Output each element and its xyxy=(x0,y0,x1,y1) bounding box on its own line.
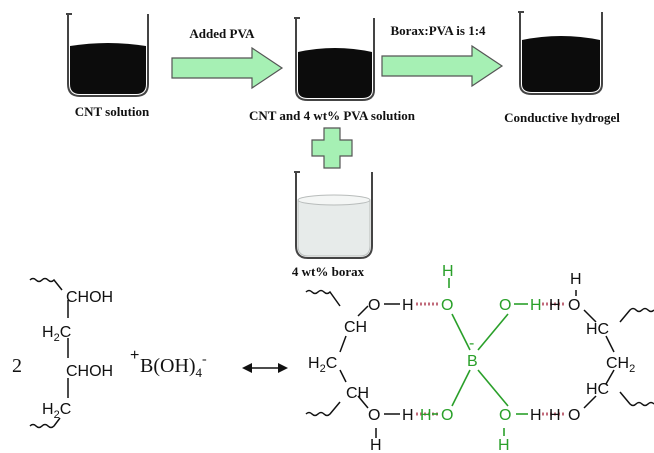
beaker-hydrogel-label: Conductive hydrogel xyxy=(504,110,620,125)
borate-ion: B(OH)4- xyxy=(140,352,207,380)
arrow-2-label: Borax:PVA is 1:4 xyxy=(390,23,486,38)
b-oh-bottom-left-o: O xyxy=(441,407,453,424)
b-oh-top-h: H xyxy=(442,263,454,280)
double-arrow-icon xyxy=(242,363,288,373)
h-top-left: H xyxy=(402,297,414,314)
ch-bottom: CH xyxy=(346,385,369,402)
hc-bottom: HC xyxy=(586,381,609,398)
plus-icon xyxy=(311,127,353,169)
h-right-bottom: H xyxy=(549,407,561,424)
hydrogen-bonds xyxy=(416,302,566,416)
boron-charge: - xyxy=(469,335,474,352)
process-arrow-2 xyxy=(381,44,504,88)
stoichiometric-coefficient: 2 xyxy=(12,355,22,377)
h-right-top: H xyxy=(549,297,561,314)
b-oh-bottom-right-o: O xyxy=(499,407,511,424)
beaker-cnt-pva-solution xyxy=(294,17,375,101)
choh-bottom: CHOH xyxy=(66,363,113,380)
boron-center: B xyxy=(467,353,478,370)
b-oh-bottom-left-h: H xyxy=(420,407,432,424)
b-oh-top-right-h: H xyxy=(530,297,542,314)
b-oh-bottom-right-h: H xyxy=(530,407,542,424)
plus-sign: + xyxy=(130,347,139,364)
process-arrow-1 xyxy=(171,46,284,90)
o-right-top: O xyxy=(568,297,580,314)
o-top-left: O xyxy=(368,297,380,314)
pva-chain-left xyxy=(29,277,69,429)
beaker-borax xyxy=(294,171,373,259)
arrow-1-label: Added PVA xyxy=(189,26,255,41)
ch2-right: CH2 xyxy=(606,355,635,375)
ch-top: CH xyxy=(344,319,367,336)
b-oh-top-left-o: O xyxy=(441,297,453,314)
o-bottom-left: O xyxy=(368,407,380,424)
beaker-borax-label: 4 wt% borax xyxy=(292,264,365,279)
beaker-conductive-hydrogel xyxy=(518,11,603,95)
b-oh-bottom-h: H xyxy=(498,437,510,453)
hc-top: HC xyxy=(586,321,609,338)
h-bottom-left-hydroxyl: H xyxy=(370,437,382,453)
h2c-middle: H2C xyxy=(308,355,337,375)
b-oh-top-right-o: O xyxy=(499,297,511,314)
h-top-right: H xyxy=(570,271,582,288)
pva-chain-right-right xyxy=(575,290,654,409)
beaker-cnt-pva-label: CNT and 4 wt% PVA solution xyxy=(249,108,416,123)
beaker-cnt-solution-label: CNT solution xyxy=(75,104,150,119)
h2c-top: H2C xyxy=(42,324,71,344)
o-right-bottom: O xyxy=(568,407,580,424)
beaker-cnt-solution xyxy=(66,13,149,97)
h2c-bottom: H2C xyxy=(42,401,71,421)
pva-chain-right-left xyxy=(305,289,400,438)
borate-complex xyxy=(432,278,528,436)
choh-top: CHOH xyxy=(66,289,113,306)
h-bottom-left: H xyxy=(402,407,414,424)
